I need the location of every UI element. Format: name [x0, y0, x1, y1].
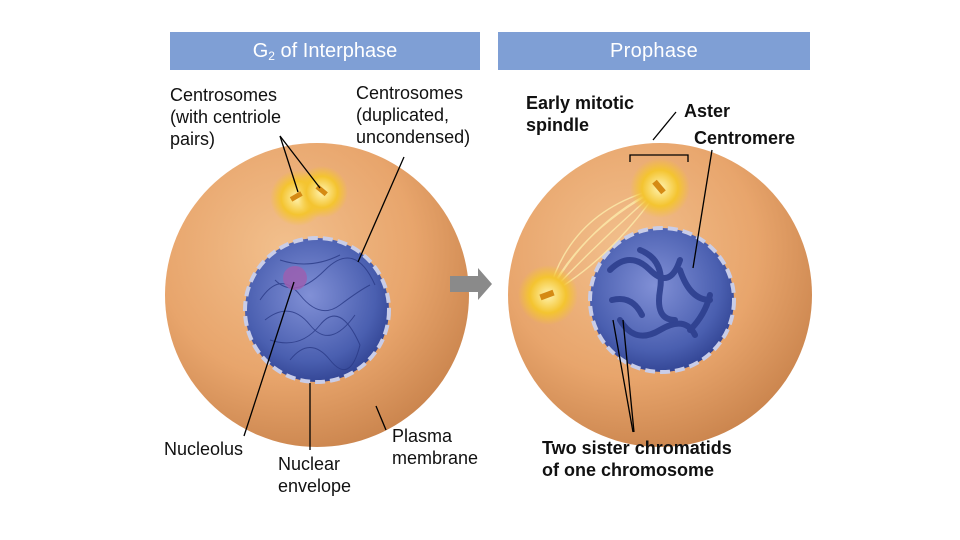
transition-arrow: [450, 268, 492, 300]
header-prophase: Prophase: [498, 32, 810, 70]
leader-lines: [243, 111, 713, 450]
nucleolus-shape: [283, 266, 307, 290]
label-centromere: Centromere: [694, 128, 796, 148]
g2-nucleus: [243, 236, 391, 384]
prophase-asters: [518, 158, 690, 325]
condensed-chromosomes: [607, 247, 713, 339]
label-sister-chromatids: Two sister chromatids of one chromosome: [542, 438, 732, 480]
label-centrosomes-duplicated: Centrosomes (duplicated, uncondensed): [356, 83, 471, 147]
prophase-nucleus: [588, 226, 736, 374]
header-g2-interphase: G2 of Interphase: [170, 32, 480, 70]
label-early-mitotic-spindle: Early mitotic spindle: [526, 93, 635, 135]
label-nuclear-envelope: Nuclear envelope: [278, 454, 352, 496]
label-centrosomes-centriole: Centrosomes (with centriole pairs): [170, 85, 282, 149]
label-aster: Aster: [684, 101, 731, 121]
label-nucleolus: Nucleolus: [164, 439, 244, 459]
g2-centrosomes: [270, 166, 348, 226]
header-g2-text: G2 of Interphase: [252, 39, 398, 63]
label-plasma-membrane: Plasma membrane: [392, 426, 479, 468]
header-prophase-text: Prophase: [609, 39, 698, 62]
